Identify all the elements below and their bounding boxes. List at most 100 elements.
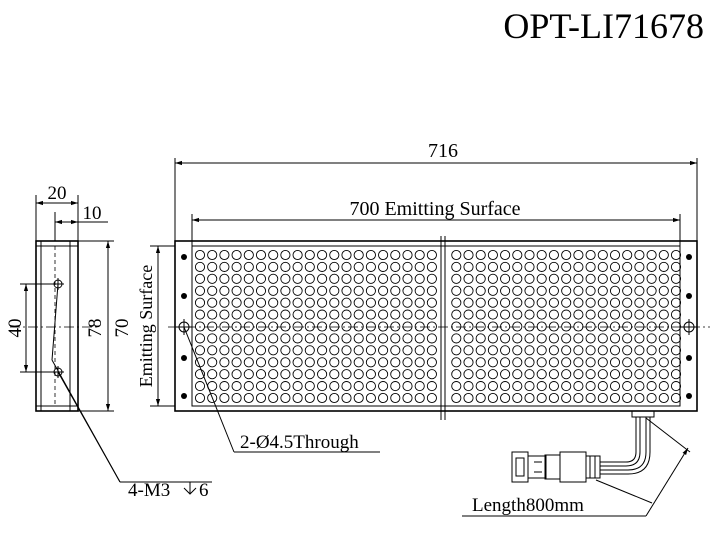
led-dot (561, 261, 572, 272)
led-dot (317, 249, 328, 261)
led-dot (378, 249, 389, 261)
led-dot (609, 345, 621, 356)
led-dot (426, 297, 437, 308)
led-dot (268, 285, 279, 296)
led-dot (512, 357, 523, 368)
led-dot (292, 345, 303, 356)
led-dot (536, 309, 547, 320)
led-dot (609, 381, 621, 392)
led-dot (378, 273, 389, 284)
led-dot (243, 297, 254, 308)
led-dot (317, 297, 328, 308)
led-dot (390, 285, 401, 296)
led-dot (317, 333, 328, 344)
led-dot (597, 392, 608, 404)
led-dot (475, 369, 486, 380)
led-dot (658, 273, 669, 284)
led-dot (646, 309, 657, 320)
led-dot (451, 273, 462, 284)
front-body-outline (174, 240, 698, 412)
led-dot (561, 249, 572, 261)
led-dot (451, 381, 462, 392)
led-dot (390, 249, 401, 261)
led-dot (194, 285, 206, 296)
led-dot (219, 285, 230, 296)
led-dot (670, 381, 682, 392)
led-dot (536, 333, 547, 344)
led-dot (536, 249, 547, 261)
led-dot (365, 297, 376, 308)
led-dot (609, 285, 621, 296)
led-dot (548, 392, 559, 404)
led-dot (500, 357, 511, 368)
led-dot (207, 309, 218, 320)
led-dot (524, 321, 535, 332)
led-dot (634, 249, 645, 261)
led-dot (402, 249, 413, 261)
led-dot (487, 369, 498, 380)
led-dot (353, 297, 364, 308)
led-dot (548, 249, 559, 261)
led-dot (280, 369, 291, 380)
led-dot (317, 261, 328, 272)
led-dot (378, 261, 389, 272)
led-dot (487, 249, 498, 261)
led-dot (378, 381, 389, 392)
led-dot (329, 297, 340, 308)
led-dot (207, 392, 218, 404)
led-dot (194, 392, 206, 404)
led-dot (463, 297, 474, 308)
led-dot (597, 357, 608, 368)
led-dot (597, 381, 608, 392)
led-dot (402, 285, 413, 296)
led-dot (561, 392, 572, 404)
led-dot (463, 249, 474, 261)
led-dot (390, 321, 401, 332)
led-dot (597, 285, 608, 296)
led-dot (353, 261, 364, 272)
led-dot (280, 249, 291, 261)
led-dot (512, 285, 523, 296)
led-dot (609, 309, 621, 320)
led-dot (243, 285, 254, 296)
led-dot (280, 321, 291, 332)
led-dot (292, 369, 303, 380)
led-dot (451, 392, 462, 404)
led-dot (341, 309, 352, 320)
led-dot (500, 297, 511, 308)
led-dot (194, 381, 206, 392)
led-dot (341, 285, 352, 296)
led-dot (597, 369, 608, 380)
led-dot (597, 345, 608, 356)
dim-height: 70 (112, 319, 133, 338)
led-dot (231, 321, 242, 332)
led-dot (353, 369, 364, 380)
led-dot (634, 273, 645, 284)
led-dot (500, 261, 511, 272)
led-dot (317, 357, 328, 368)
led-dot (609, 321, 621, 332)
led-dot (585, 261, 596, 272)
led-dot (329, 392, 340, 404)
led-dot (609, 249, 621, 261)
led-dot (365, 261, 376, 272)
led-dot (341, 333, 352, 344)
led-dot (231, 297, 242, 308)
led-dot (536, 369, 547, 380)
led-dot (268, 357, 279, 368)
led-dot (292, 285, 303, 296)
led-dot (548, 261, 559, 272)
led-dot (548, 309, 559, 320)
led-dot (426, 392, 437, 404)
led-dot (597, 261, 608, 272)
led-dot (341, 381, 352, 392)
cable-assembly (600, 410, 655, 475)
dim-overall-length: 716 (428, 140, 458, 162)
led-dot (561, 333, 572, 344)
led-dot (561, 357, 572, 368)
led-dot (353, 321, 364, 332)
led-dot (524, 285, 535, 296)
led-dot (646, 357, 657, 368)
led-dot (304, 249, 315, 261)
